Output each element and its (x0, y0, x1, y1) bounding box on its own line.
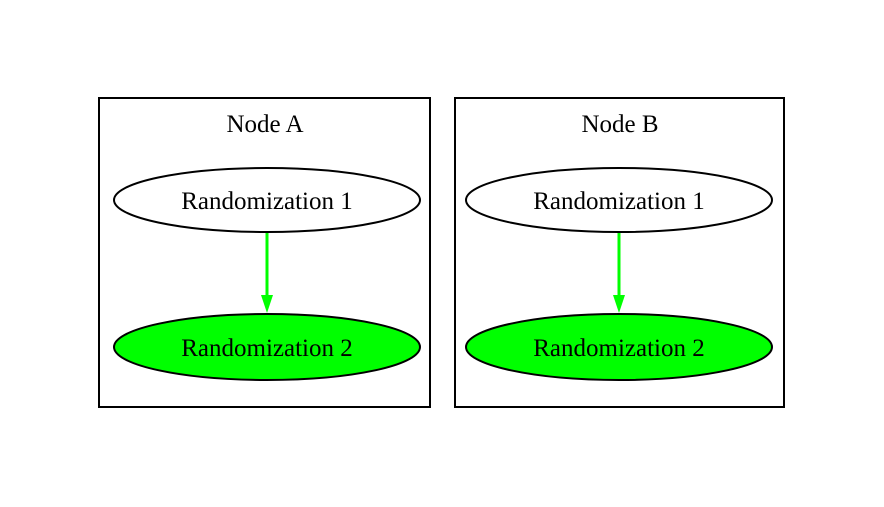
node-a-randomization-1-shape (113, 167, 421, 233)
node-b-randomization-1[interactable]: Randomization 1 (465, 167, 773, 233)
cluster-node-a-box (98, 97, 431, 408)
edge-a-r1-to-r2[interactable] (261, 232, 273, 313)
edge-a-r1-to-r2-arrowhead-icon (261, 295, 273, 313)
cluster-node-b-label: Node B (581, 111, 658, 138)
cluster-node-a[interactable]: Node A Randomization 1 Randomization 2 (98, 97, 431, 408)
node-b-randomization-2-label: Randomization 2 (533, 335, 705, 362)
edge-b-r1-to-r2[interactable] (613, 232, 625, 313)
node-b-randomization-1-shape (465, 167, 773, 233)
node-b-randomization-2-shape (465, 313, 773, 381)
node-a-randomization-1-label: Randomization 1 (181, 188, 353, 215)
node-a-randomization-1[interactable]: Randomization 1 (113, 167, 421, 233)
node-a-randomization-2-label: Randomization 2 (181, 335, 353, 362)
cluster-node-b[interactable]: Node B Randomization 1 Randomization 2 (454, 97, 785, 408)
node-a-randomization-2[interactable]: Randomization 2 (113, 313, 421, 381)
node-a-randomization-2-shape (113, 313, 421, 381)
edge-b-r1-to-r2-arrowhead-icon (613, 295, 625, 313)
cluster-node-a-label: Node A (226, 111, 303, 138)
cluster-node-b-box (454, 97, 785, 408)
node-b-randomization-1-label: Randomization 1 (533, 188, 705, 215)
node-b-randomization-2[interactable]: Randomization 2 (465, 313, 773, 381)
